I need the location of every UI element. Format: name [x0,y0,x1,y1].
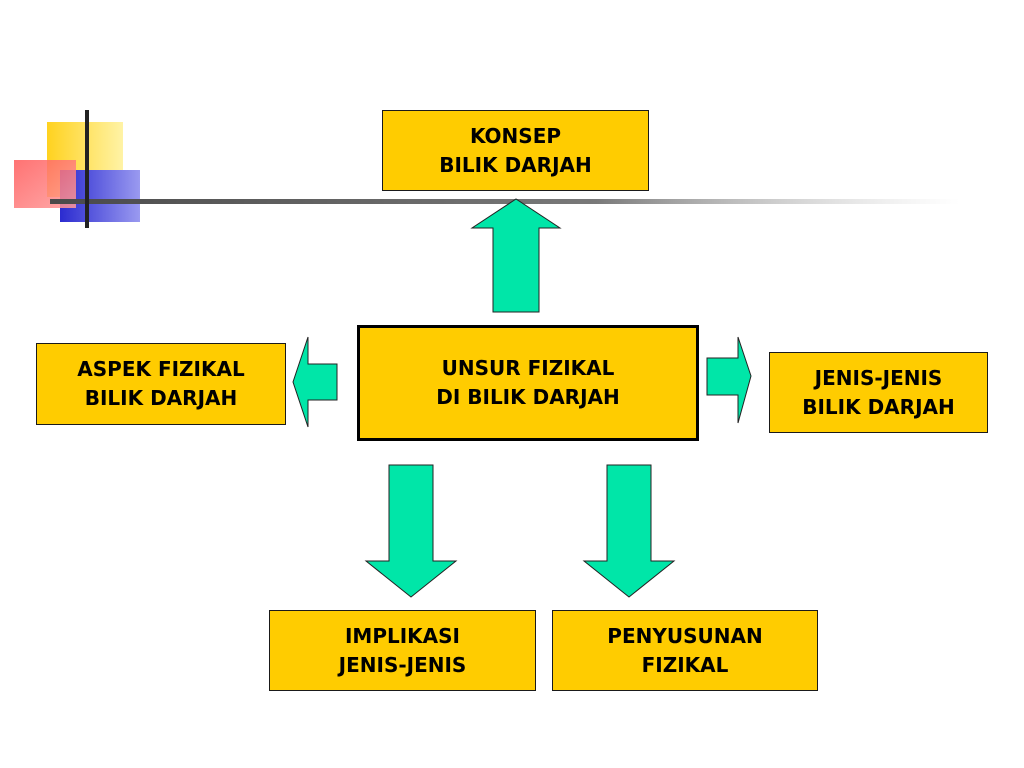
deco-red-square [14,160,76,208]
node-center-line-1: UNSUR FIZIKAL [441,356,615,380]
arrow-up-icon [470,198,562,313]
node-bottom-left-line-2: JENIS-JENIS [338,652,467,677]
node-top-line-1: KONSEP [469,123,562,148]
arrow-down-right-icon [582,464,676,598]
arrow-down-left-icon [364,464,458,598]
node-right-line-2: BILIK DARJAH [802,394,955,419]
deco-horizontal-rule [50,199,960,204]
arrow-right-icon [706,336,752,424]
deco-vertical-rule [85,110,89,228]
node-center: UNSUR FIZIKAL DI BILIK DARJAH [357,325,699,441]
node-top-line-2: BILIK DARJAH [439,152,592,177]
node-bottom-right-line-1: PENYUSUNAN [607,623,763,648]
node-right: JENIS-JENIS BILIK DARJAH [769,352,988,433]
node-center-line-2: DI BILIK DARJAH [436,385,620,409]
deco-blue-square [60,170,140,222]
arrow-left-icon [292,336,338,428]
node-left-line-1: ASPEK FIZIKAL [77,357,245,381]
node-bottom-left-line-1: IMPLIKASI [344,623,460,648]
node-left: ASPEK FIZIKAL BILIK DARJAH [36,343,286,425]
deco-yellow-square [47,122,123,197]
node-left-line-2: BILIK DARJAH [84,386,238,410]
node-bottom-right: PENYUSUNAN FIZIKAL [552,610,818,691]
node-bottom-right-line-2: FIZIKAL [641,652,729,677]
node-top: KONSEP BILIK DARJAH [382,110,649,191]
node-bottom-left: IMPLIKASI JENIS-JENIS [269,610,536,691]
node-right-line-1: JENIS-JENIS [814,365,943,390]
